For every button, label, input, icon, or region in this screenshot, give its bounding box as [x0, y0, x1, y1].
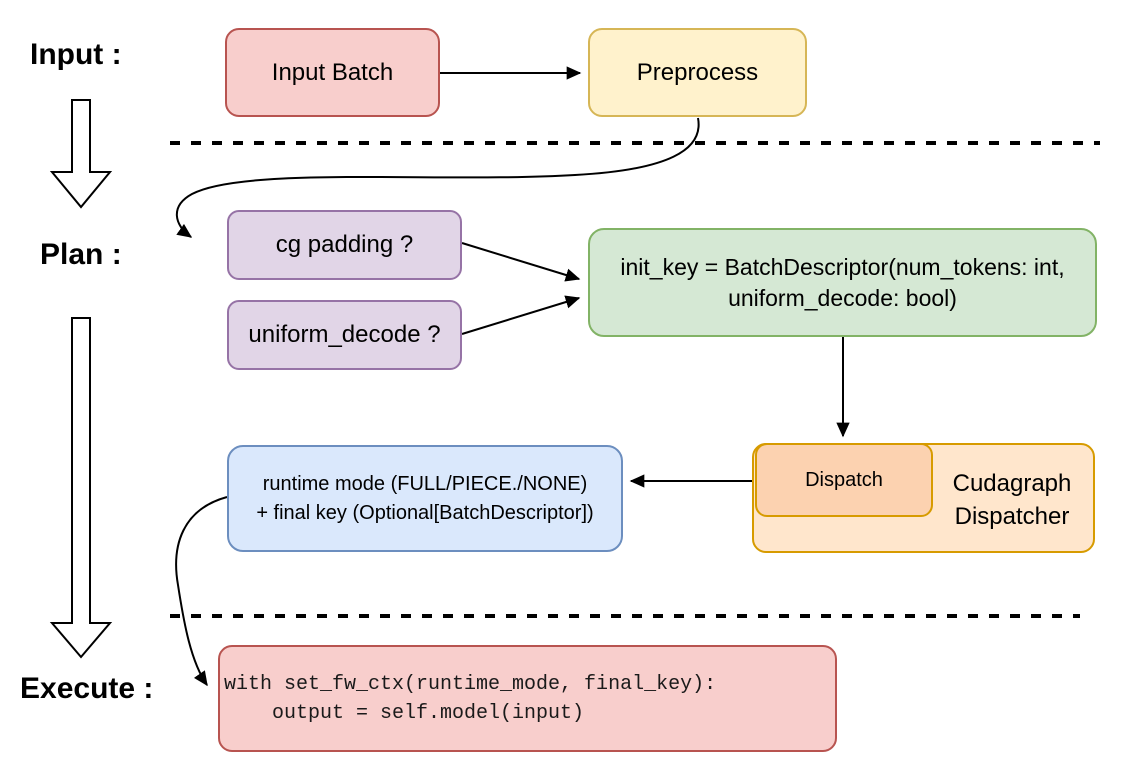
arrow-cg-padding-to-init-key [461, 242, 581, 282]
arrow-runtime-mode-to-execute-code [175, 496, 228, 687]
node-input-batch-label: Input Batch [271, 58, 394, 86]
node-execute-code-line2: output = self.model(input) [224, 701, 585, 725]
node-dispatch: Dispatch [755, 443, 933, 517]
node-uniform-decode: uniform_decode ? [227, 300, 462, 370]
node-runtime-mode-line2: + final key (Optional[BatchDescriptor]) [256, 501, 594, 524]
node-init-key: init_key = BatchDescriptor(num_tokens: i… [588, 228, 1097, 337]
node-runtime-mode: runtime mode (FULL/PIECE./NONE) + final … [227, 445, 623, 552]
node-preprocess-label: Preprocess [636, 58, 759, 86]
node-cudagraph-dispatcher-line1: Cudagraph [952, 470, 1072, 497]
arrow-uniform-decode-to-init-key [461, 295, 581, 335]
node-cudagraph-dispatcher-line2: Dispatcher [954, 503, 1070, 530]
stage-label-execute: Execute : [20, 672, 154, 705]
node-cg-padding-label: cg padding ? [275, 231, 414, 258]
node-init-key-line1: init_key = BatchDescriptor(num_tokens: i… [620, 253, 1065, 280]
stage-label-input: Input : [30, 38, 122, 71]
node-runtime-mode-line1: runtime mode (FULL/PIECE./NONE) [262, 472, 588, 495]
node-cudagraph-dispatcher-label: Cudagraph Dispatcher [937, 467, 1087, 533]
arrow-preprocess-to-plan-stage [175, 117, 700, 238]
node-execute-code-line1: with set_fw_ctx(runtime_mode, final_key)… [224, 672, 717, 696]
node-cg-padding: cg padding ? [227, 210, 462, 280]
plan-to-execute-block-arrow [49, 317, 113, 659]
node-execute-code: with set_fw_ctx(runtime_mode, final_key)… [218, 645, 837, 752]
input-to-plan-block-arrow [49, 99, 113, 209]
node-dispatch-label: Dispatch [805, 468, 883, 491]
node-preprocess: Preprocess [588, 28, 807, 117]
node-uniform-decode-label: uniform_decode ? [248, 321, 441, 348]
node-init-key-line2: uniform_decode: bool) [728, 284, 957, 311]
node-input-batch: Input Batch [225, 28, 440, 117]
stage-label-plan: Plan : [40, 238, 122, 271]
